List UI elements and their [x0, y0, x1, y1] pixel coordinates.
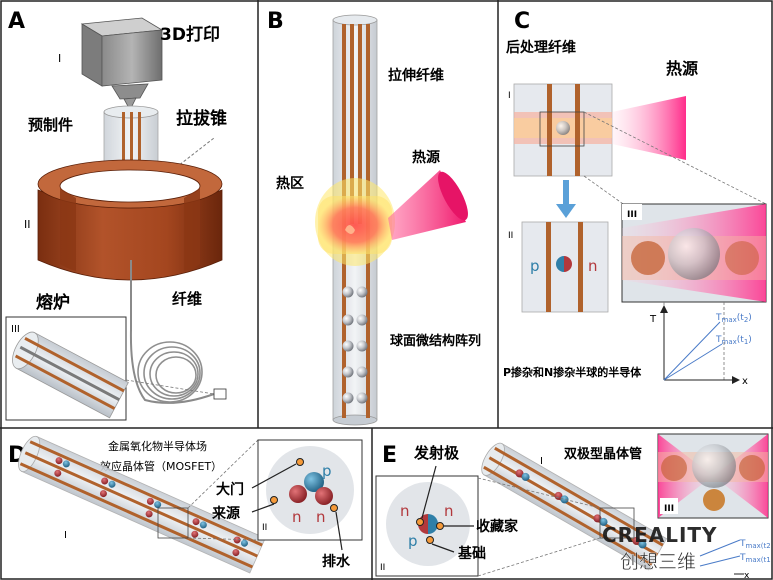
watermark-logo: CREALITY 创想三维: [602, 523, 718, 573]
e-tmax1-idx: 1: [766, 556, 770, 564]
source-label: 来源: [211, 505, 240, 522]
panel-c-title: 后处理纤维: [506, 39, 576, 56]
svg-text:Tmax(t2: Tmax(t2: [739, 539, 771, 550]
e-n-right-label: n: [444, 502, 454, 520]
axis-x-label-c: x: [742, 376, 748, 387]
panel-a-inset: III: [5, 316, 215, 421]
d-p-label: p: [322, 462, 332, 480]
collector-label: 收藏家: [476, 518, 519, 535]
heat-source-label-b: 热源: [412, 149, 440, 166]
watermark-brand: CREALITY: [602, 523, 718, 547]
tmax1-close: ): [748, 335, 752, 345]
e-tmax2-sub: max(t: [746, 542, 767, 550]
svg-text:Tmax(t2): Tmax(t2): [715, 313, 752, 324]
panel-c-roman-1: I: [508, 91, 511, 101]
panel-e-roman-1: I: [540, 456, 543, 467]
tmax2-arg: (t: [737, 313, 745, 323]
panel-c: C 后处理纤维 热源 I II p: [503, 9, 767, 387]
preform-label: 预制件: [28, 116, 73, 134]
c-p-label: p: [530, 257, 540, 275]
e-tmax1-sub: max(t: [746, 556, 767, 564]
panel-a-roman-2: II: [24, 218, 31, 231]
mosfet-inset: p n n II: [251, 439, 363, 551]
bjt-inset: n n p II: [375, 465, 479, 577]
tmax2-idx: 2: [744, 316, 748, 324]
sphere-array: [342, 286, 368, 404]
d-n-left-label: n: [292, 508, 302, 526]
panel-a-title: 3D打印: [160, 24, 220, 45]
panel-c-fiber-i: I: [508, 83, 686, 177]
axis-x-label-e: x: [744, 571, 750, 580]
fiber-coil: [137, 341, 203, 403]
mosfet-fiber: [18, 435, 266, 574]
c-n-label: n: [588, 257, 598, 275]
tmax1-sub: max: [722, 338, 737, 346]
emitter-label: 发射极: [413, 444, 460, 462]
base-label: 基础: [458, 545, 486, 562]
panel-d: D 金属氧化物半导体场 效应晶体管（MOSFET） I: [8, 435, 363, 574]
e-tmax2-idx: 2: [766, 542, 770, 550]
hot-zone-label: 热区: [276, 175, 304, 192]
bjt-title: 双极型晶体管: [564, 446, 642, 462]
mosfet-title-1: 金属氧化物半导体场: [108, 439, 207, 453]
panel-a-roman-1: I: [58, 52, 61, 65]
tmax2-close: ): [748, 313, 752, 323]
d-n-right-label: n: [316, 508, 326, 526]
panel-c-inset-iii: III: [621, 203, 767, 303]
temperature-graph: T x Tmax(t2) Tmax(t1): [649, 305, 752, 387]
printer-head: [80, 17, 164, 111]
panel-e-roman-2: II: [380, 563, 385, 573]
heat-source-label-c: 热源: [666, 59, 698, 78]
panel-a: A 3D打印 I 预制件 拉拔锥: [5, 9, 227, 421]
svg-text:Tmax(t1: Tmax(t1: [739, 553, 771, 564]
tmax-t2-line: [663, 321, 721, 381]
e-tmax1-t: T: [739, 553, 746, 563]
panel-c-fiber-ii: II p n: [508, 221, 609, 313]
tmax1-idx: 1: [744, 338, 748, 346]
panel-a-letter: A: [8, 9, 25, 34]
panel-b-letter: B: [267, 9, 284, 34]
panel-e-letter: E: [382, 443, 397, 468]
tmax1-arg: (t: [737, 335, 745, 345]
tmax2-sub: max: [722, 316, 737, 324]
fiber-label: 纤维: [172, 290, 202, 308]
tmax-t1-line: [663, 343, 723, 381]
panel-b: B 拉伸纤维 热区 热源 球面微结构阵列: [267, 9, 481, 426]
panel-c-roman-3: III: [627, 210, 637, 220]
panel-d-roman-2: II: [262, 523, 267, 533]
axis-t-label: T: [649, 314, 657, 325]
furnace-label: 熔炉: [36, 292, 70, 313]
process-arrow: [556, 180, 576, 218]
drain-label: 排水: [322, 553, 351, 570]
panel-c-letter: C: [514, 9, 530, 34]
taper-label: 拉拔锥: [176, 108, 227, 129]
bjt-graph: Tmax(t2 Tmax(t1 x: [699, 539, 771, 580]
tmax2-t: T: [715, 313, 722, 323]
svg-text:Tmax(t1): Tmax(t1): [715, 335, 752, 346]
drawn-fiber-label: 拉伸纤维: [388, 67, 444, 84]
panel-a-roman-3: III: [11, 324, 20, 335]
panel-c-caption: P掺杂和N掺杂半球的半导体: [503, 365, 642, 379]
panel-e: E 发射极 I 双极型晶体管 n n p II 收藏家 基础: [375, 433, 771, 580]
panel-d-roman-1: I: [64, 530, 67, 541]
sphere-array-label: 球面微结构阵列: [390, 333, 481, 349]
e-p-label: p: [408, 532, 418, 550]
watermark-sub: 创想三维: [620, 551, 696, 573]
panel-e-roman-3: III: [664, 504, 674, 514]
gate-label: 大门: [216, 481, 244, 498]
bjt-fiber: [481, 442, 668, 571]
e-n-top-label: n: [400, 502, 410, 520]
panel-c-roman-2: II: [508, 231, 513, 241]
hot-zone: [315, 178, 395, 266]
tmax1-t: T: [715, 335, 722, 345]
e-tmax2-t: T: [739, 539, 746, 549]
furnace: [37, 159, 223, 281]
bjt-inset-iii: III: [657, 433, 769, 519]
mosfet-title-2: 效应晶体管（MOSFET）: [100, 459, 222, 473]
